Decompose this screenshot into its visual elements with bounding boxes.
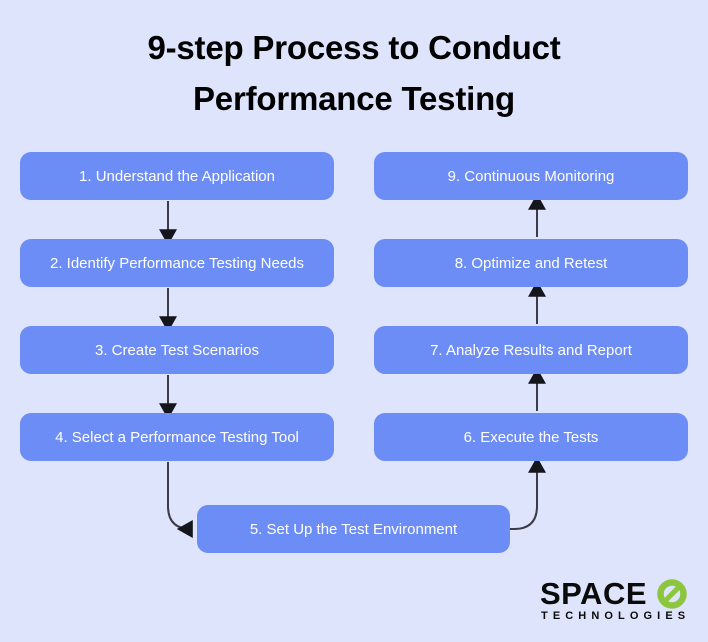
brand-tagline: TECHNOLOGIES bbox=[541, 610, 691, 622]
flow-node-label: 4. Select a Performance Testing Tool bbox=[55, 428, 299, 446]
flow-node-step-3[interactable]: 3. Create Test Scenarios bbox=[20, 326, 334, 374]
flow-node-step-7[interactable]: 7. Analyze Results and Report bbox=[374, 326, 688, 374]
brand-wordmark: SPACE bbox=[540, 576, 648, 611]
connector-step4-step5 bbox=[167, 462, 193, 538]
slashed-o-icon bbox=[657, 579, 687, 609]
flow-node-label: 8. Optimize and Retest bbox=[454, 254, 608, 272]
flow-node-label: 7. Analyze Results and Report bbox=[430, 341, 632, 359]
brand-logo: SPACE TECHNOLOGIES bbox=[540, 578, 692, 626]
flow-node-label: 3. Create Test Scenarios bbox=[95, 341, 259, 359]
flow-node-label: 5. Set Up the Test Environment bbox=[249, 520, 458, 538]
flow-node-step-5[interactable]: 5. Set Up the Test Environment bbox=[197, 505, 510, 553]
flow-node-step-2[interactable]: 2. Identify Performance Testing Needs bbox=[20, 239, 334, 287]
page-title: 9-step Process to Conduct Performance Te… bbox=[0, 22, 708, 124]
flow-node-label: 9. Continuous Monitoring bbox=[447, 167, 615, 185]
flow-node-label: 6. Execute the Tests bbox=[463, 428, 599, 446]
connector-step5-step6 bbox=[510, 456, 546, 530]
flow-node-step-1[interactable]: 1. Understand the Application bbox=[20, 152, 334, 200]
flow-node-step-4[interactable]: 4. Select a Performance Testing Tool bbox=[20, 413, 334, 461]
flow-node-step-8[interactable]: 8. Optimize and Retest bbox=[374, 239, 688, 287]
page-title-line-1: 9-step Process to Conduct bbox=[147, 29, 561, 66]
page-title-line-2: Performance Testing bbox=[192, 80, 515, 117]
flow-node-step-6[interactable]: 6. Execute the Tests bbox=[374, 413, 688, 461]
flow-node-step-9[interactable]: 9. Continuous Monitoring bbox=[374, 152, 688, 200]
flow-node-label: 1. Understand the Application bbox=[79, 167, 275, 185]
flow-node-label: 2. Identify Performance Testing Needs bbox=[49, 254, 305, 272]
